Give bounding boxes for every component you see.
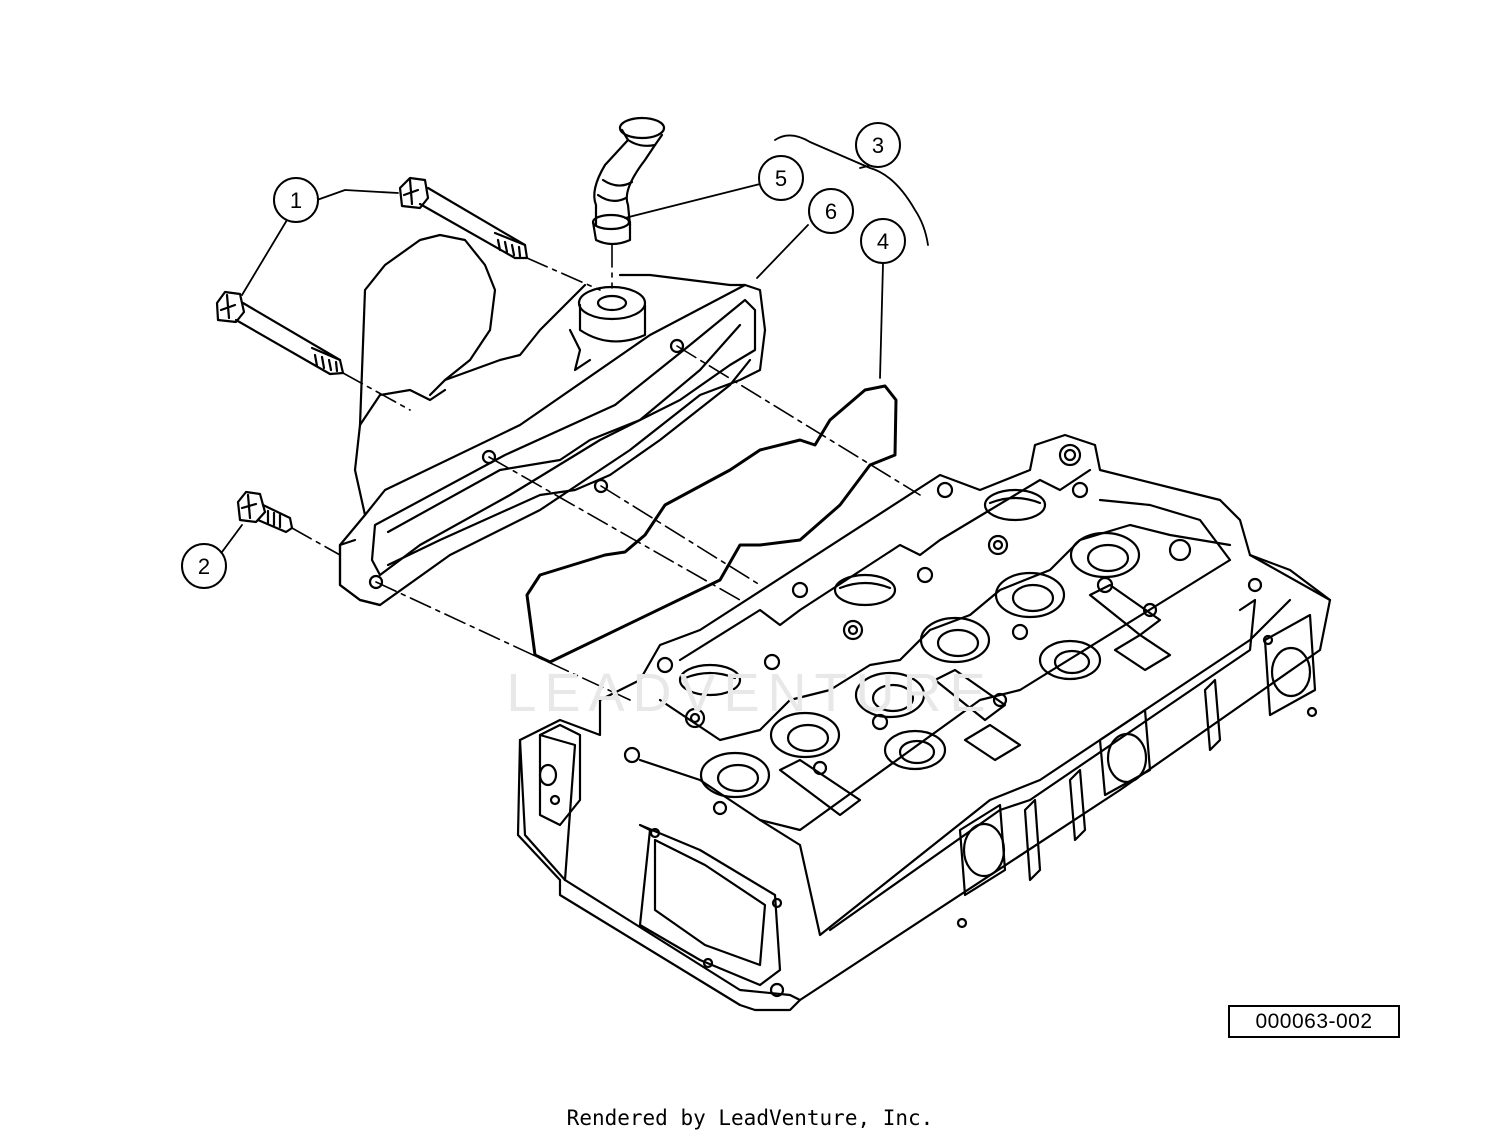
callout-leaders	[221, 134, 929, 553]
deck-holes	[623, 443, 1263, 816]
callout-6[interactable]: 6	[808, 188, 854, 234]
callout-3-label: 3	[872, 133, 884, 158]
breather-pipe	[591, 116, 666, 246]
rocker-pads	[778, 583, 1172, 817]
callout-1[interactable]: 1	[273, 177, 319, 223]
callout-1-label: 1	[290, 188, 302, 213]
long-bolt-upper	[398, 176, 529, 260]
long-bolt-lower	[215, 290, 345, 376]
callout-4[interactable]: 4	[860, 218, 906, 264]
rocker-cover-gasket	[525, 384, 898, 664]
callout-5-label: 5	[775, 166, 787, 191]
short-bolt	[236, 490, 294, 534]
dashed-alignment-lines	[291, 244, 921, 701]
callout-5[interactable]: 5	[758, 155, 804, 201]
callout-3[interactable]: 3	[855, 122, 901, 168]
reference-code-box: 000063-002	[1228, 1005, 1400, 1038]
callout-2[interactable]: 2	[181, 543, 227, 589]
callout-4-label: 4	[877, 229, 889, 254]
injector-pockets	[678, 488, 1047, 697]
rocker-cover	[338, 233, 767, 607]
callout-2-label: 2	[198, 554, 210, 579]
callout-6-label: 6	[825, 199, 837, 224]
cylinder-head	[516, 433, 1332, 1012]
footer-credit: Rendered by LeadVenture, Inc.	[566, 1106, 934, 1130]
